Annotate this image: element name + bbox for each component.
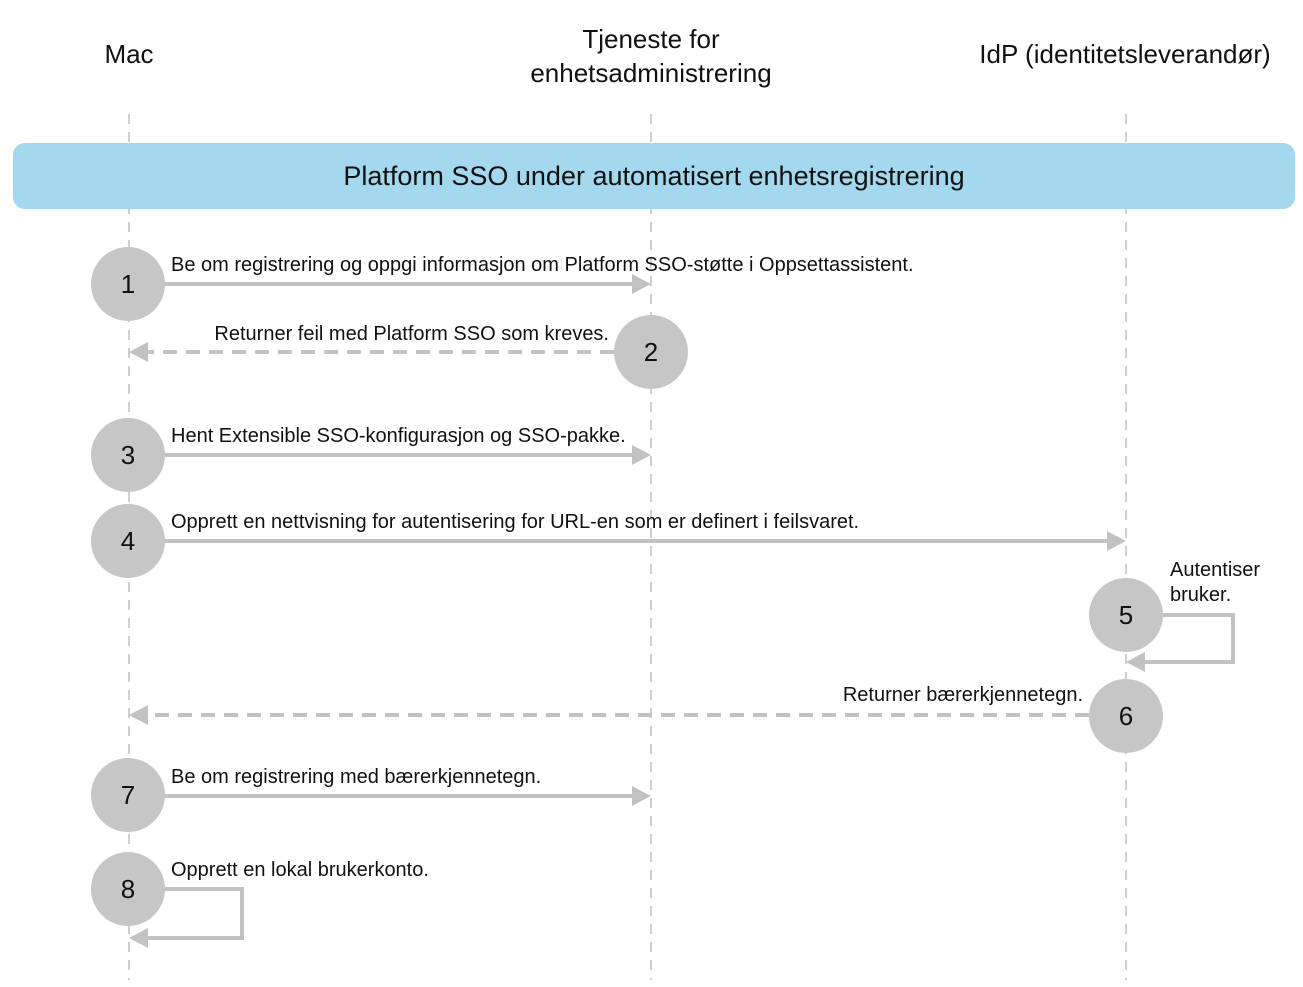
step-7-number: 7	[121, 780, 135, 810]
step-6: Returner bærerkjennetegn. 6	[129, 679, 1163, 753]
step-5-number: 5	[1119, 600, 1133, 630]
step-8-number: 8	[121, 874, 135, 904]
step-3-arrowhead	[632, 445, 651, 465]
step-6-arrowhead	[129, 705, 148, 725]
step-3-circle	[91, 418, 165, 492]
step-7-circle	[91, 758, 165, 832]
banner-title: Platform SSO under automatisert enhetsre…	[343, 161, 964, 191]
step-3-number: 3	[121, 440, 135, 470]
step-4-number: 4	[121, 526, 135, 556]
step-7-label: Be om registrering med bærerkjennetegn.	[171, 766, 541, 788]
step-1-label: Be om registrering og oppgi informasjon …	[171, 254, 914, 276]
step-5-arrowhead	[1126, 652, 1145, 672]
step-8-arrow	[146, 887, 244, 940]
step-8: Opprett en lokal brukerkonto. 8	[91, 852, 429, 948]
step-5-label-line1: Autentiser	[1170, 559, 1260, 581]
step-2-label: Returner feil med Platform SSO som kreve…	[214, 323, 609, 345]
step-4-label: Opprett en nettvisning for autentisering…	[171, 511, 859, 533]
step-5-label-line2: bruker.	[1170, 584, 1231, 606]
step-1-arrowhead	[632, 274, 651, 294]
step-1-circle	[91, 247, 165, 321]
step-8-arrowhead	[129, 928, 148, 948]
step-4-circle	[91, 504, 165, 578]
actor-idp-title: IdP (identitetsleverandør)	[979, 39, 1270, 69]
actor-service-title-line2: enhetsadministrering	[530, 58, 771, 88]
step-6-label: Returner bærerkjennetegn.	[843, 684, 1083, 706]
step-2-circle	[614, 315, 688, 389]
step-5-circle	[1089, 578, 1163, 652]
banner	[13, 143, 1295, 209]
step-2-number: 2	[644, 337, 658, 367]
step-5: Autentiser bruker. 5	[1089, 559, 1260, 672]
step-4-arrowhead	[1107, 531, 1126, 551]
step-2: Returner feil med Platform SSO som kreve…	[129, 315, 688, 389]
step-5-arrow	[1144, 613, 1235, 664]
step-1: Be om registrering og oppgi informasjon …	[91, 247, 914, 321]
step-7-arrowhead	[632, 786, 651, 806]
step-3: Hent Extensible SSO-konfigurasjon og SSO…	[91, 418, 651, 492]
step-7: Be om registrering med bærerkjennetegn. …	[91, 758, 651, 832]
actor-mac-title: Mac	[104, 39, 153, 69]
step-6-circle	[1089, 679, 1163, 753]
step-8-label: Opprett en lokal brukerkonto.	[171, 859, 429, 881]
step-3-label: Hent Extensible SSO-konfigurasjon og SSO…	[171, 425, 626, 447]
step-2-arrowhead	[129, 342, 148, 362]
step-4: Opprett en nettvisning for autentisering…	[91, 504, 1126, 578]
step-1-number: 1	[121, 269, 135, 299]
step-6-number: 6	[1119, 701, 1133, 731]
actor-service-title-line1: Tjeneste for	[582, 24, 720, 54]
step-8-circle	[91, 852, 165, 926]
